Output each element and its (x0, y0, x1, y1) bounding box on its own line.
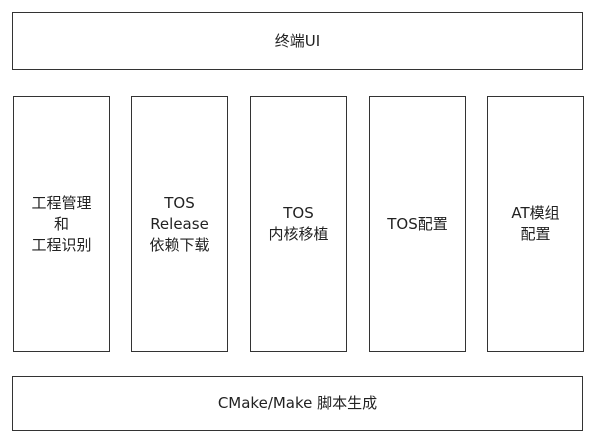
module-tos-kernel-porting: TOS 内核移植 (250, 96, 347, 352)
module-tos-release-download: TOS Release 依赖下载 (131, 96, 228, 352)
cmake-script-generation-layer: CMake/Make 脚本生成 (12, 376, 583, 431)
module-tos-kernel-porting-label: TOS 内核移植 (268, 204, 329, 243)
module-at-module-config: AT模组 配置 (487, 96, 584, 352)
terminal-ui-label: 终端UI (274, 31, 321, 50)
cmake-script-generation-label: CMake/Make 脚本生成 (217, 394, 378, 412)
module-at-module-config-label: AT模组 配置 (511, 204, 560, 243)
module-tos-release-download-label: TOS Release 依赖下载 (149, 193, 210, 254)
module-project-management: 工程管理 和 工程识别 (13, 96, 110, 352)
module-tos-config: TOS配置 (369, 96, 466, 352)
terminal-ui-layer: 终端UI (12, 12, 583, 70)
module-tos-config-label: TOS配置 (387, 214, 448, 233)
module-project-management-label: 工程管理 和 工程识别 (31, 193, 92, 254)
